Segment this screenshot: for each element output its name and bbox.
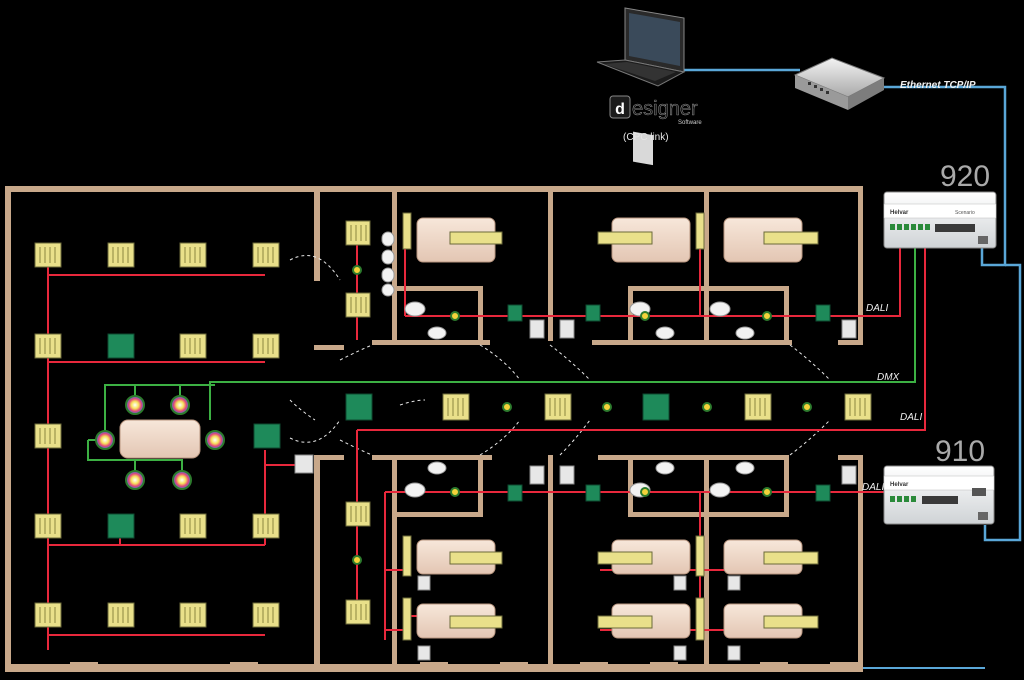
ethernet-router-icon bbox=[793, 57, 886, 110]
building-walls bbox=[5, 186, 863, 672]
dali-label-middle: DALI bbox=[900, 412, 922, 423]
ethernet-label: Ethernet TCP/IP bbox=[900, 80, 976, 91]
designer-logo: d esigner Software (CPC link) bbox=[609, 95, 702, 143]
designer-logo-sub: Software bbox=[678, 120, 702, 126]
controller-920-brand: Helvar bbox=[890, 210, 909, 216]
green-fixtures bbox=[107, 304, 831, 539]
downlights bbox=[352, 265, 812, 565]
bedhead-strips bbox=[402, 212, 819, 641]
laptop-icon bbox=[596, 7, 686, 166]
dmx-label: DMX bbox=[877, 372, 900, 383]
controller-920-sub: Scenario bbox=[955, 210, 975, 216]
designer-link-note: (CPC link) bbox=[623, 132, 669, 143]
ethernet-wire-router-910 bbox=[983, 263, 1022, 542]
rgb-fixtures bbox=[95, 395, 225, 490]
controller-910-brand: Helvar bbox=[890, 482, 909, 488]
designer-logo-word: esigner bbox=[632, 98, 698, 120]
bathroom-fixtures bbox=[381, 231, 755, 498]
dali-wiring bbox=[47, 215, 926, 650]
controller-910: 910 Helvar bbox=[883, 435, 995, 525]
controller-910-model: 910 bbox=[935, 435, 985, 468]
ethernet-cabling bbox=[15, 68, 1022, 669]
control-panels bbox=[294, 319, 857, 661]
designer-logo-letter: d bbox=[615, 101, 625, 118]
door-swings bbox=[289, 255, 831, 456]
controller-920-model: 920 bbox=[940, 160, 990, 193]
controller-920: 920 Helvar Scenario bbox=[883, 160, 997, 249]
dali-label-upper: DALI bbox=[866, 303, 888, 314]
beds bbox=[119, 217, 803, 639]
dali-label-lower: DALI bbox=[862, 482, 884, 493]
fixture-grilles bbox=[39, 225, 866, 623]
